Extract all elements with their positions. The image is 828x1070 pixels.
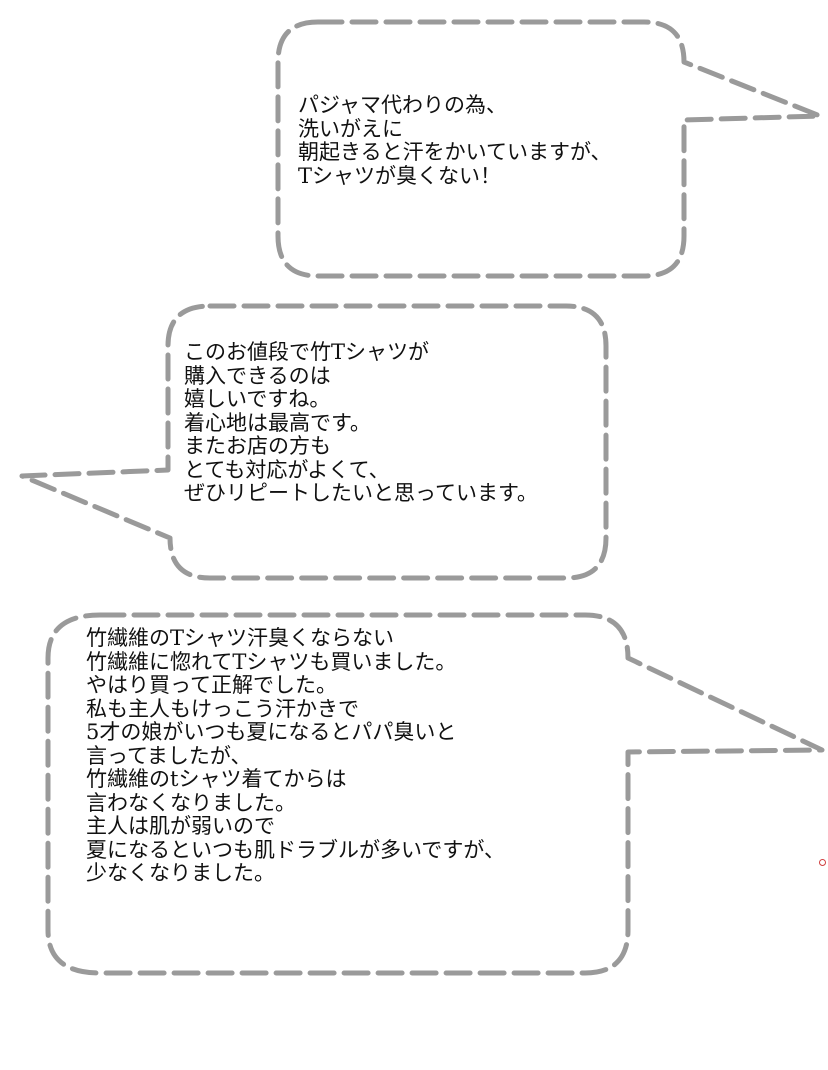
bubble-2-line: とても対応がよくて、 (184, 457, 390, 482)
small-circle-mark (819, 859, 826, 866)
bubble-3-line: やはり買って正解でした。 (86, 673, 337, 697)
bubble-2-line: 着心地は最高です。 (184, 410, 371, 435)
bubble-2-line: このお値段で竹Tシャツが (184, 340, 430, 364)
bubble-1-line: Tシャツが臭くない！ (298, 163, 502, 188)
bubble-1-line: 洗いがえに (298, 116, 403, 141)
bubble-3-line: 主人は肌が弱いので (86, 814, 275, 838)
bubble-3-line: 少なくなりました。 (86, 861, 275, 885)
speech-bubble-3-text: 竹繊維のTシャツ汗臭くならない 竹繊維に惚れてTシャツも買いました。 やはり買っ… (86, 626, 505, 886)
speech-bubble-3-outline (45, 612, 825, 976)
speech-bubble-2-text: このお値段で竹Tシャツが 購入できるのは 嬉しいですね。 着心地は最高です。 ま… (184, 340, 538, 506)
bubble-3-line: 5才の娘がいつも夏になるとパパ臭いと (86, 720, 457, 744)
bubble-2-line: ぜひリピートしたいと思っています。 (184, 481, 538, 505)
bubble-1-line: パジャマ代わりの為、 (298, 93, 507, 117)
bubble-3-line: 言ってましたが、 (86, 743, 252, 768)
speech-bubble-1-outline (275, 19, 823, 279)
bubble-3-line: 竹繊維に惚れてTシャツも買いました。 (86, 649, 457, 674)
speech-bubble-2-outline (19, 303, 609, 581)
bubble-2-line: またお店の方も (184, 434, 331, 458)
bubble-3-line: 夏になるといつも肌ドラブルが多いですが、 (86, 837, 505, 862)
bubble-3-line: 竹繊維のtシャツ着てからは (86, 767, 347, 791)
bubble-1-line: 朝起きると汗をかいていますが、 (298, 140, 612, 164)
bubble-3-line: 竹繊維のTシャツ汗臭くならない (86, 626, 395, 650)
bubble-2-line: 購入できるのは (184, 363, 331, 388)
bubble-2-line: 嬉しいですね。 (184, 387, 331, 411)
bubble-3-line: 私も主人もけっこう汗かきで (86, 696, 359, 721)
bubble-3-line: 言わなくなりました。 (86, 790, 296, 815)
speech-bubble-1-text: パジャマ代わりの為、 洗いがえに 朝起きると汗をかいていますが、 Tシャツが臭く… (298, 93, 612, 188)
